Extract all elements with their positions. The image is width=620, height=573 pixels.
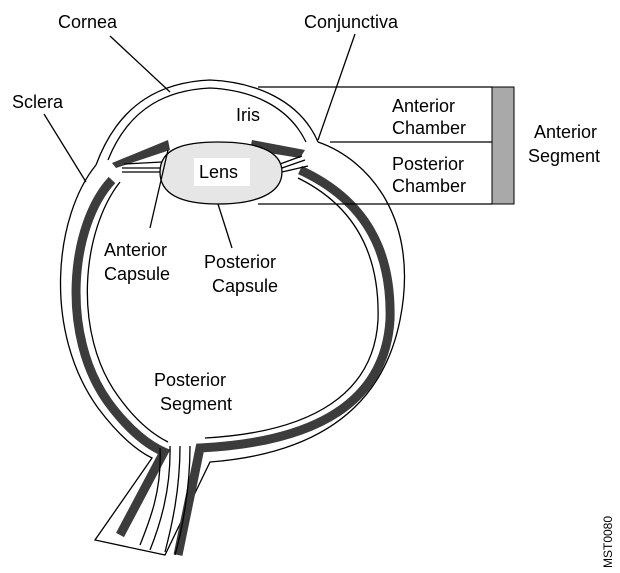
choroid-band	[76, 180, 164, 535]
retina-inner-left	[87, 182, 168, 442]
posterior-capsule-label-2: Capsule	[212, 276, 278, 296]
conjunctiva-label: Conjunctiva	[304, 12, 399, 32]
sclera-label: Sclera	[12, 92, 64, 112]
choroid-band-right	[178, 170, 390, 555]
posterior-segment-label-1: Posterior	[154, 370, 226, 390]
anterior-chamber-label-2: Chamber	[392, 118, 466, 138]
posterior-capsule-label-1: Posterior	[204, 252, 276, 272]
anterior-chamber-label-1: Anterior	[392, 96, 455, 116]
anterior-segment-label-1: Anterior	[534, 122, 597, 142]
lens-label: Lens	[199, 162, 238, 182]
zonules-left	[122, 162, 162, 172]
cornea-label: Cornea	[58, 12, 118, 32]
anterior-segment-bar	[492, 87, 514, 204]
figure-id: MST0080	[601, 516, 615, 568]
anterior-capsule-label-1: Anterior	[104, 240, 167, 260]
cornea-leader	[110, 36, 170, 92]
anterior-capsule-label-2: Capsule	[104, 264, 170, 284]
sclera-leader	[44, 114, 86, 182]
posterior-chamber-label-2: Chamber	[392, 176, 466, 196]
iris-label: Iris	[236, 105, 260, 125]
posterior-capsule-leader	[218, 204, 232, 248]
posterior-chamber-label-1: Posterior	[392, 154, 464, 174]
posterior-segment-label-2: Segment	[160, 394, 232, 414]
anterior-segment-label-2: Segment	[528, 146, 600, 166]
